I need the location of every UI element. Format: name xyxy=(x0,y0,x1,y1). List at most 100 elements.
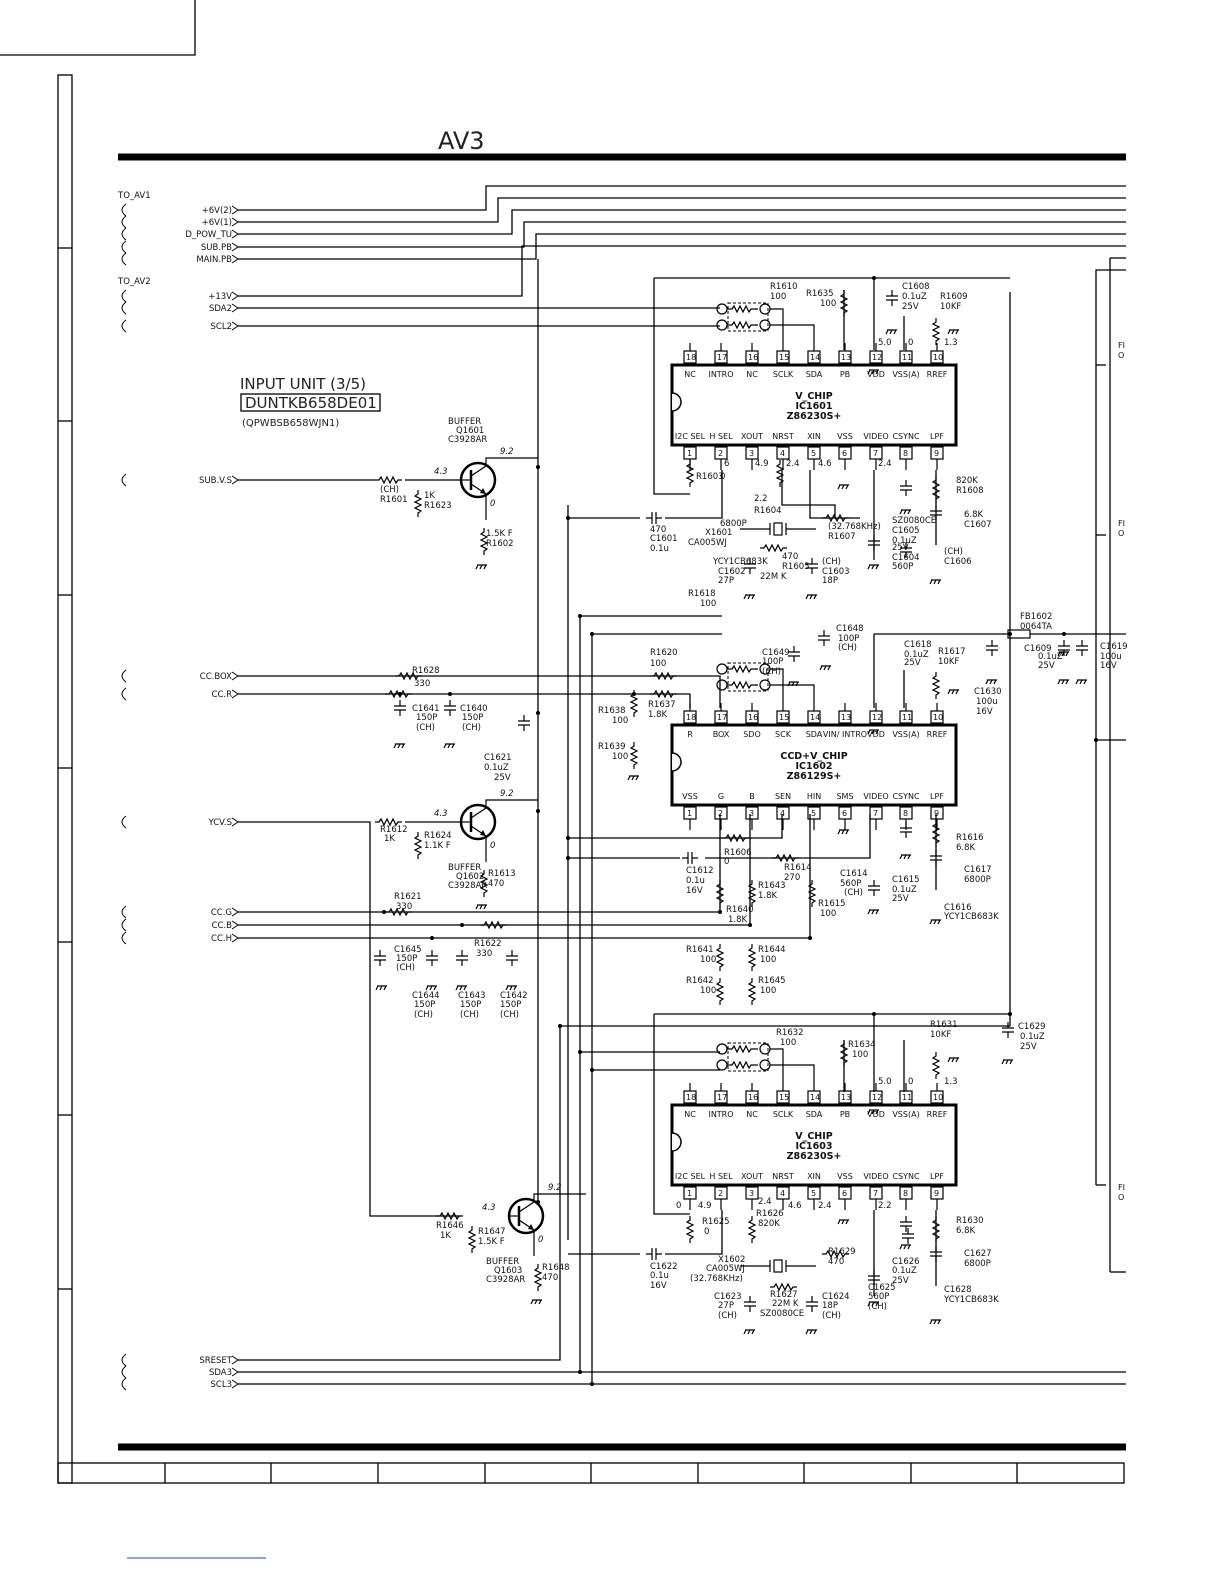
component-label: (CH) xyxy=(416,723,435,733)
component-label: 1.8K xyxy=(758,891,778,901)
connector-arrow xyxy=(231,321,239,331)
ic-pin-number: 9 xyxy=(934,449,939,458)
component-label: R1648 xyxy=(542,1263,570,1273)
ic-name: V_CHIP xyxy=(795,1131,833,1142)
component-label: C1644 xyxy=(412,991,440,1001)
connector-arrow xyxy=(231,1355,239,1365)
component-label: R1622 xyxy=(474,939,502,949)
ic-part: Z86129S+ xyxy=(787,771,842,782)
ic-pin-number: 7 xyxy=(873,1189,878,1198)
component-label: R1627 xyxy=(770,1290,798,1300)
ground-symbol xyxy=(530,1299,542,1305)
component-label: YCY1CB683K xyxy=(712,557,768,567)
component-label: C1648 xyxy=(836,624,864,634)
ic-pin-name: VDD xyxy=(867,1110,885,1119)
connector-bracket xyxy=(121,1377,127,1391)
ic-pin-name: SEN xyxy=(775,792,791,801)
component-label: R1603 xyxy=(696,472,724,482)
component-label: (CH) xyxy=(414,1010,433,1020)
capacitor xyxy=(818,630,830,646)
component-label: 150P xyxy=(460,1000,481,1010)
connector-bracket xyxy=(121,252,127,266)
ic-pin-name: NRST xyxy=(772,1172,794,1181)
component-label: R1635 xyxy=(806,289,834,299)
component-label: 330 xyxy=(414,679,430,689)
ground-symbol xyxy=(743,594,755,600)
component-label: (CH) xyxy=(762,667,781,677)
ic-pin-name: INTRO xyxy=(708,370,733,379)
ic-pin-name: VIN/ INTRO xyxy=(823,730,867,739)
jumper-box xyxy=(727,302,769,332)
component-label: 470 xyxy=(782,552,798,562)
ground-symbol xyxy=(627,775,639,781)
component-label: 560P xyxy=(892,562,913,572)
component-label: R1617 xyxy=(938,647,966,657)
component-label: R1623 xyxy=(424,501,452,511)
component-label: C1617 xyxy=(964,865,992,875)
component-label: R1641 xyxy=(686,945,714,955)
ic-pin-number: 1 xyxy=(687,449,692,458)
ic-pin-number: 6 xyxy=(842,449,847,458)
component-label: 1.5K F xyxy=(486,529,513,539)
capacitor xyxy=(682,852,698,864)
component-label: R1618 xyxy=(688,589,716,599)
component-label: R1606 xyxy=(724,848,752,858)
connector-bracket xyxy=(121,1365,127,1379)
component-label: R1644 xyxy=(758,945,786,955)
ic-pin-name: VIDEO xyxy=(863,792,888,801)
component-label: R1629 xyxy=(828,1247,856,1257)
component-label: CA005WJ xyxy=(706,1264,745,1274)
ic-pin-number: 9 xyxy=(934,809,939,818)
ic-pin-name: NC xyxy=(746,1110,758,1119)
connector-signal-label: YCV.S xyxy=(208,818,232,828)
ic-pin-name: NC xyxy=(684,370,696,379)
component-label: C1629 xyxy=(1018,1022,1046,1032)
component-label: R1612 xyxy=(380,825,408,835)
component-label: 22M K xyxy=(760,572,787,582)
component-label: 2.4 xyxy=(878,459,892,469)
ic-pin-name: SCLK xyxy=(773,1110,794,1119)
ic-pin-number: 13 xyxy=(841,353,851,362)
ground-symbol xyxy=(1001,1059,1013,1065)
capacitor xyxy=(518,715,530,731)
connector-bracket xyxy=(121,687,127,701)
ic-pin-name: I2C SEL xyxy=(675,1172,706,1181)
component-label: 100P xyxy=(762,657,783,667)
ic-pin-name: PB xyxy=(840,1110,850,1119)
transistor-role: BUFFER xyxy=(448,863,481,873)
to-av2-label: TO_AV2 xyxy=(117,277,151,287)
capacitor xyxy=(868,880,880,896)
connector-signal-label: CC.R xyxy=(212,690,233,700)
ground-symbol xyxy=(885,329,897,335)
ic-pin-name: VSS(A) xyxy=(892,730,919,739)
connector-bracket xyxy=(121,918,127,932)
component-label: C1630 xyxy=(974,687,1002,697)
component-label: 27P xyxy=(718,576,734,586)
component-label: R1625 xyxy=(702,1217,730,1227)
ground-symbol xyxy=(837,829,849,835)
resistor xyxy=(715,978,725,1005)
junction-dot xyxy=(578,1370,582,1374)
capacitor xyxy=(986,640,998,656)
unit-title-block: INPUT UNIT (3/5) DUNTKB658DE01 (QPWBSB65… xyxy=(240,375,381,429)
ic-pin-number: 14 xyxy=(810,1093,820,1102)
component-label: 0.1uZ xyxy=(484,763,509,773)
voltage-label: 0 xyxy=(490,841,495,851)
junction-dot xyxy=(536,1200,540,1204)
to-av1-label: TO_AV1 xyxy=(117,191,151,201)
component-label: R1624 xyxy=(424,831,452,841)
resistor xyxy=(931,672,941,699)
voltage-label: 4.3 xyxy=(434,467,448,477)
component-label: 0.1uZ xyxy=(892,1266,917,1276)
connector-signal-label: SCL2 xyxy=(211,322,232,332)
ground-symbol xyxy=(867,1109,879,1115)
ic-pin-name: VDD xyxy=(867,370,885,379)
ground-symbol xyxy=(475,904,487,910)
component-label: CA005WJ xyxy=(688,538,727,548)
ic-pin-name: LPF xyxy=(930,1172,944,1181)
ic-name: V_CHIP xyxy=(795,391,833,402)
component-label: C1645 xyxy=(394,945,422,955)
connector-arrow xyxy=(231,1379,239,1389)
ic-pin-name: VIDEO xyxy=(863,432,888,441)
component-label: 470 xyxy=(650,525,666,535)
